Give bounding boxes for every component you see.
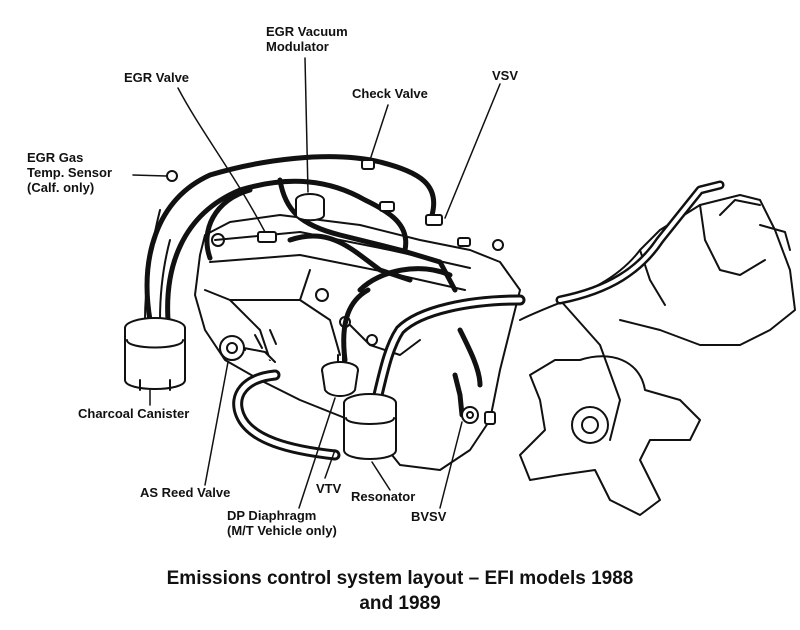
dp-diaphragm-body xyxy=(321,354,359,397)
label-line: Resonator xyxy=(351,489,416,504)
label-line: VTV xyxy=(316,481,342,496)
caption-line: Emissions control system layout – EFI mo… xyxy=(166,568,634,589)
label-line: Temp. Sensor xyxy=(27,165,113,180)
label-vsv: VSV xyxy=(492,68,518,83)
label-line: Modulator xyxy=(266,39,329,54)
label-check-valve: Check Valve xyxy=(352,86,428,101)
caption-line: and 1989 xyxy=(359,593,441,614)
label-resonator: Resonator xyxy=(351,489,415,504)
label-line: EGR Vacuum xyxy=(266,24,348,39)
label-line: BVSV xyxy=(411,509,447,524)
label-line: EGR Gas xyxy=(27,150,84,165)
label-bvsv: BVSV xyxy=(411,509,446,524)
label-dp-diaphragm: DP Diaphragm (M/T Vehicle only) xyxy=(227,508,337,538)
egr-modulator-body xyxy=(295,193,325,222)
air-hose xyxy=(555,180,725,305)
label-charcoal-canister: Charcoal Canister xyxy=(78,406,189,421)
label-egr-gas-temp-sensor: EGR Gas Temp. Sensor (Calf. only) xyxy=(27,150,112,195)
label-line: EGR Valve xyxy=(124,70,190,85)
charcoal-canister-body xyxy=(124,317,186,391)
label-line: Check Valve xyxy=(352,86,428,101)
label-as-reed-valve: AS Reed Valve xyxy=(140,485,230,500)
air-intake xyxy=(519,194,796,441)
cooling-fan xyxy=(519,355,701,516)
label-line: Charcoal Canister xyxy=(78,406,190,421)
label-egr-vacuum-modulator: EGR Vacuum Modulator xyxy=(266,24,348,54)
label-line: AS Reed Valve xyxy=(140,485,231,500)
as-reed-valve-body xyxy=(219,335,276,363)
label-line: (M/T Vehicle only) xyxy=(227,523,337,538)
label-line: DP Diaphragm xyxy=(227,508,317,523)
leader-lines xyxy=(132,57,501,509)
label-vtv: VTV xyxy=(316,481,341,496)
resonator-body xyxy=(343,393,397,460)
label-egr-valve: EGR Valve xyxy=(124,70,189,85)
label-line: VSV xyxy=(492,68,519,83)
figure-caption: Emissions control system layout – EFI mo… xyxy=(0,566,800,616)
small-fittings xyxy=(166,159,496,425)
canister-lines xyxy=(144,209,171,321)
label-line: (Calf. only) xyxy=(27,180,95,195)
